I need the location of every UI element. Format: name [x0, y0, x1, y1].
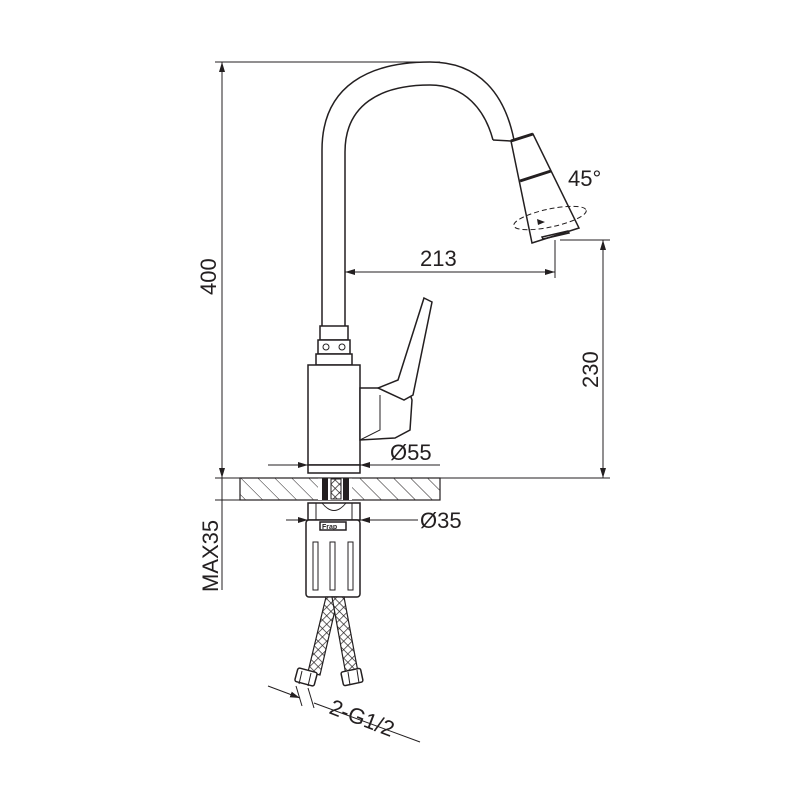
rotation-angle-label: 45° — [568, 166, 601, 191]
base-diameter-dimension: Ø55 — [268, 440, 440, 468]
lever-handle — [376, 296, 433, 401]
mounting-assembly: Frap — [305, 502, 361, 598]
hose-nut-left — [294, 667, 318, 687]
shank-slots — [312, 541, 354, 591]
rotation-arrow-icon — [537, 219, 545, 225]
max-thickness-label: MAX35 — [198, 520, 223, 592]
reach-dimension: 213 — [345, 240, 556, 278]
height-label: 400 — [196, 258, 221, 295]
hose-nut-right — [340, 667, 364, 687]
shank-diameter-dimension: Ø35 — [286, 508, 462, 533]
connection-dimension: 2-G1/2 — [267, 685, 421, 743]
base-diameter-label: Ø55 — [390, 440, 432, 465]
reach-label: 213 — [420, 246, 457, 271]
height-dimension: 400 — [196, 61, 440, 478]
gooseneck-spout — [321, 61, 515, 326]
spout-height-dimension: 230 — [560, 239, 610, 478]
spout-height-label: 230 — [578, 351, 603, 388]
spray-head: 45° — [510, 132, 601, 244]
countertop-thickness-dimension: MAX35 — [198, 478, 240, 592]
shank-diameter-label: Ø35 — [420, 508, 462, 533]
connection-label: 2-G1/2 — [326, 694, 398, 741]
faucet-body — [307, 325, 413, 474]
brand-logo: Frap — [322, 524, 337, 531]
countertop — [215, 477, 610, 501]
braided-hoses — [294, 596, 364, 687]
